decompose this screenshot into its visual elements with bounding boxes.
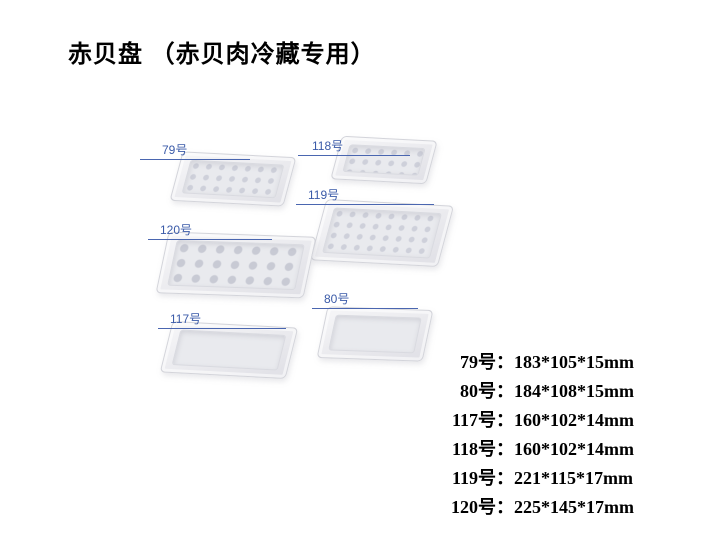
spec-list: 79号： 183*105*15mm 80号： 184*108*15mm 117号… <box>448 348 668 522</box>
tray-photo-119 <box>309 199 455 267</box>
spec-row-117: 117号： 160*102*14mm <box>448 406 668 435</box>
tray-floor <box>171 329 287 371</box>
callout-79: 79号 <box>140 143 250 160</box>
callout-119: 119号 <box>296 188 434 205</box>
callout-118-label: 118号 <box>312 139 344 153</box>
callout-80: 80号 <box>312 292 418 309</box>
callout-80-label: 80号 <box>324 292 350 306</box>
spec-label-80: 80号： <box>460 381 514 401</box>
callout-119-leader-line <box>296 204 434 205</box>
spec-label-79: 79号： <box>460 352 514 372</box>
spec-value-79: 183*105*15mm <box>514 352 634 372</box>
spec-value-118: 160*102*14mm <box>514 439 634 459</box>
callout-79-label: 79号 <box>162 143 188 157</box>
page-title: 赤贝盘 （赤贝肉冷藏专用） <box>68 41 376 68</box>
callout-120-leader-line <box>148 239 272 240</box>
tray-floor <box>181 159 285 199</box>
spec-label-119: 119号： <box>451 468 514 488</box>
callout-79-leader-line <box>140 159 250 160</box>
callout-120: 120号 <box>148 223 272 240</box>
callout-117-leader-line <box>158 328 286 329</box>
spec-row-119: 119号： 221*115*17mm <box>448 464 668 493</box>
callout-120-label: 120号 <box>160 223 193 237</box>
callout-118: 118号 <box>298 139 410 156</box>
tray-floor <box>167 239 305 291</box>
callout-80-leader-line <box>312 308 418 309</box>
spec-label-118: 118号： <box>451 439 514 459</box>
tray-photo-120 <box>155 231 317 299</box>
spec-value-120: 225*145*17mm <box>514 497 634 517</box>
tray-photo-117 <box>159 321 299 379</box>
callout-117-label: 117号 <box>170 312 202 326</box>
spec-value-119: 221*115*17mm <box>514 468 633 488</box>
callout-119-label: 119号 <box>308 188 340 202</box>
tray-floor <box>328 314 422 354</box>
tray-floor <box>321 207 443 259</box>
callout-117: 117号 <box>158 312 286 329</box>
spec-row-118: 118号： 160*102*14mm <box>448 435 668 464</box>
spec-label-117: 117号： <box>451 410 514 430</box>
spec-value-80: 184*108*15mm <box>514 381 634 401</box>
spec-row-80: 80号： 184*108*15mm <box>448 377 668 406</box>
spec-row-120: 120号： 225*145*17mm <box>448 493 668 522</box>
spec-label-120: 120号： <box>451 497 514 517</box>
spec-value-117: 160*102*14mm <box>514 410 634 430</box>
tray-photo-80 <box>316 306 434 362</box>
spec-row-79: 79号： 183*105*15mm <box>448 348 668 377</box>
callout-118-leader-line <box>298 155 410 156</box>
